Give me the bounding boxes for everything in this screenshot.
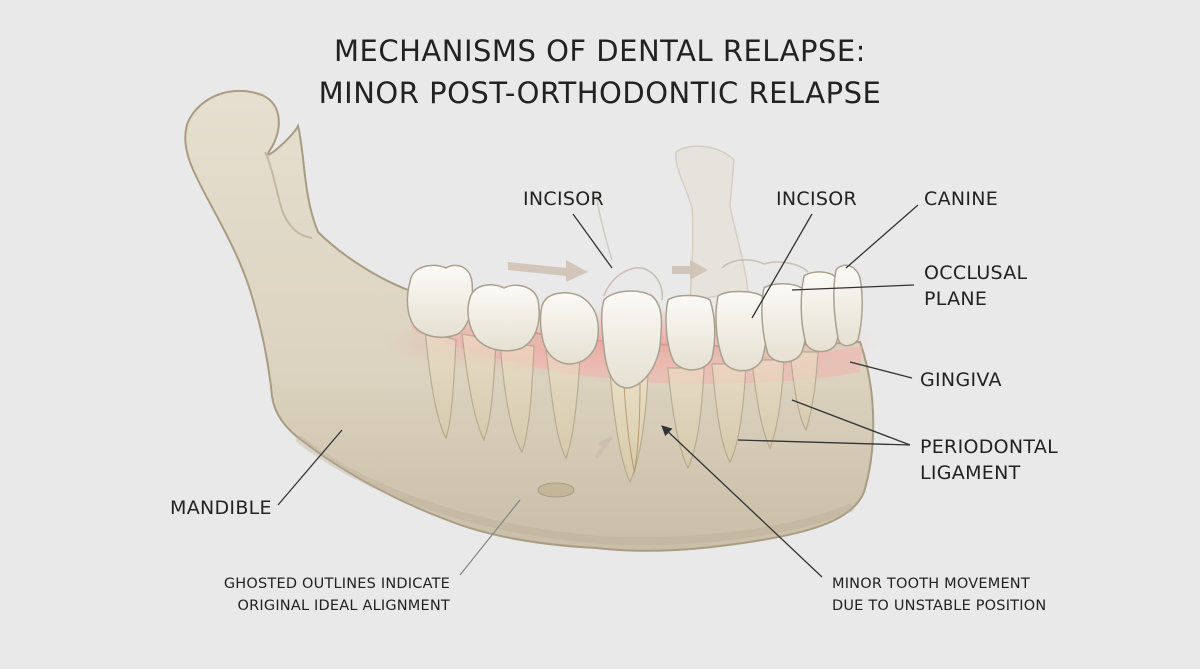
ligament-line — [633, 383, 641, 475]
leader-periodontal-1 — [791, 399, 911, 446]
central-tooth — [600, 290, 663, 389]
leader-incisor-left — [572, 213, 613, 269]
leader-mandible — [277, 429, 343, 506]
note-ghosted-line2: ORIGINAL IDEAL ALIGNMENT — [237, 598, 450, 614]
ghost-arrows — [508, 260, 708, 460]
leader-gingiva — [849, 361, 913, 379]
incisor-tooth — [715, 290, 768, 372]
note-ghosted-line1: GHOSTED OUTLINES INDICATE — [223, 576, 450, 592]
coronoid-notch — [264, 151, 313, 239]
label-incisor-left: INCISOR — [523, 188, 605, 210]
leader-movement — [661, 425, 823, 578]
note-movement-line1: MINOR TOOTH MOVEMENT — [832, 576, 1030, 592]
leader-incisor-right — [751, 213, 813, 319]
leader-ghost — [459, 499, 521, 576]
incisor-tooth — [800, 271, 842, 353]
note-movement-line2: DUE TO UNSTABLE POSITION — [832, 598, 1047, 614]
mandible-bone — [184, 90, 875, 552]
label-mandible: MANDIBLE — [170, 497, 272, 519]
jaw-shadow — [296, 436, 854, 546]
leader-occlusal-plane — [791, 284, 915, 291]
molar — [406, 264, 474, 339]
label-incisor-right: INCISOR — [776, 188, 858, 210]
label-periodontal-line2: LIGAMENT — [920, 462, 1021, 484]
tooth-roots — [424, 329, 819, 484]
incisor-tooth — [665, 294, 716, 371]
ghost-outlines — [595, 191, 809, 301]
molar — [467, 284, 540, 352]
mental-foramen — [537, 482, 575, 498]
diagram-title-line2: MINOR POST-ORTHODONTIC RELAPSE — [318, 76, 882, 110]
label-gingiva: GINGIVA — [920, 369, 1002, 391]
canine-tooth — [833, 264, 863, 347]
ghost-arrow — [594, 436, 613, 460]
ghost-guide-line — [595, 191, 613, 261]
leader-canine — [845, 204, 919, 269]
ligament-line — [623, 383, 635, 471]
label-occlusal-plane-line1: OCCLUSAL — [924, 262, 1028, 284]
label-periodontal-line1: PERIODONTAL — [920, 436, 1059, 458]
ghost-arrow — [672, 260, 708, 280]
premolar — [539, 292, 600, 365]
diagram-title-line1: MECHANISMS OF DENTAL RELAPSE: — [334, 34, 866, 68]
tooth-crowns — [406, 264, 863, 389]
ghost-ramus — [675, 145, 749, 301]
label-occlusal-plane-line2: PLANE — [924, 288, 988, 310]
ghost-tooth-outline — [721, 259, 809, 273]
incisor-tooth — [761, 283, 808, 363]
ghost-tooth-outline — [603, 267, 664, 301]
label-canine: CANINE — [924, 188, 999, 210]
ghost-arrow — [508, 260, 588, 282]
leader-lines — [277, 204, 919, 578]
leader-periodontal-2 — [737, 439, 911, 446]
